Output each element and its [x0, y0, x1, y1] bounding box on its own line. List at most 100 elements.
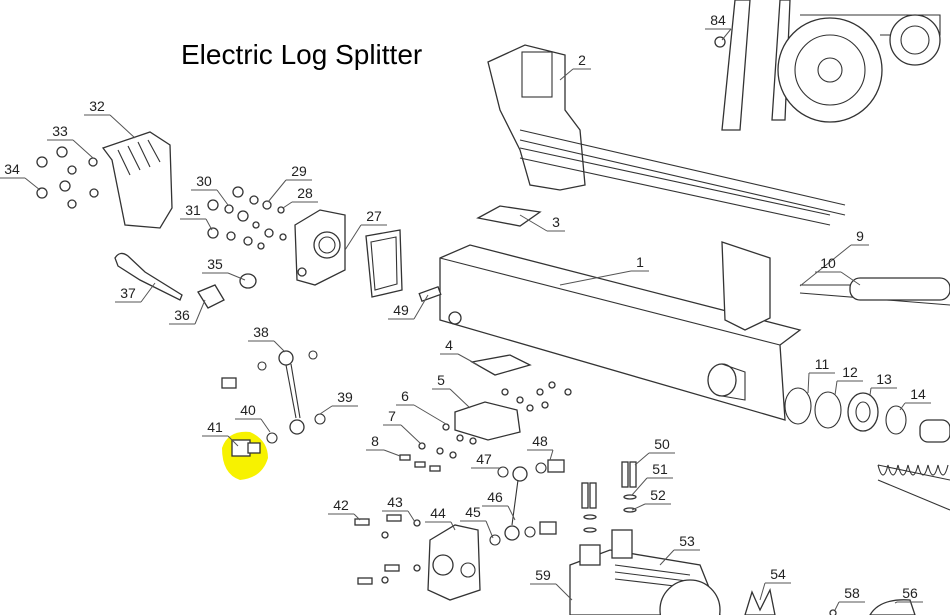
part-number-label: 9 — [856, 228, 864, 244]
parts-28-31-washers — [207, 186, 287, 250]
part-callout-40: 40 — [235, 402, 271, 433]
part-callout-3: 3 — [519, 214, 565, 232]
part-callout-13: 13 — [869, 371, 897, 396]
part-number-label: 43 — [387, 494, 403, 510]
part-14-ring — [885, 405, 907, 435]
leader-line — [202, 272, 246, 281]
part-callout-48: 48 — [527, 433, 554, 461]
part-number-label: 30 — [196, 173, 212, 189]
leader-line — [235, 418, 271, 433]
leader-line — [631, 503, 671, 511]
part-callout-35: 35 — [202, 256, 246, 281]
wheel-assembly — [714, 0, 941, 131]
leader-line — [180, 218, 213, 231]
part-number-label: 59 — [535, 567, 551, 583]
leader-line — [559, 68, 591, 81]
part-44-pump — [354, 514, 481, 601]
part-number-label: 33 — [52, 123, 68, 139]
part-number-label: 11 — [815, 356, 830, 372]
part-callout-43: 43 — [382, 494, 416, 523]
part-number-label: 56 — [902, 585, 918, 601]
part-callout-41: 41 — [202, 419, 239, 447]
part-1-main-beam — [439, 241, 950, 421]
leader-line — [388, 294, 429, 320]
part-callout-8: 8 — [366, 433, 401, 457]
parts-50-52-bolts — [581, 461, 637, 533]
part-callout-10: 10 — [815, 255, 861, 286]
part-callout-58: 58 — [834, 585, 865, 611]
part-number-label: 48 — [532, 433, 548, 449]
part-callout-11: 11 — [807, 356, 835, 394]
part-4-clip — [470, 354, 532, 376]
part-40-ring — [266, 432, 278, 444]
leader-line — [834, 601, 865, 611]
part-callout-50: 50 — [634, 436, 675, 466]
part-27-valve-block — [294, 209, 403, 298]
parts-33-34-nuts — [36, 146, 99, 209]
leader-line — [328, 513, 361, 521]
leader-line — [382, 510, 416, 523]
part-callout-9: 9 — [799, 228, 869, 287]
part-number-label: 49 — [393, 302, 409, 318]
leader-line — [366, 449, 401, 457]
part-56-cap — [869, 599, 916, 615]
part-58-screw — [829, 609, 837, 615]
spring — [877, 464, 950, 511]
part-callout-53: 53 — [659, 533, 700, 566]
part-number-label: 35 — [207, 256, 223, 272]
part-49-bolt — [418, 285, 442, 303]
part-number-label: 47 — [476, 451, 492, 467]
part-callout-51: 51 — [631, 461, 673, 496]
part-callout-47: 47 — [471, 451, 500, 469]
part-number-label: 12 — [842, 364, 858, 380]
leader-line — [84, 114, 136, 139]
part-number-label: 6 — [401, 388, 409, 404]
part-number-label: 42 — [333, 497, 349, 513]
part-number-label: 31 — [185, 202, 201, 218]
part-number-label: 13 — [876, 371, 892, 387]
part-39-ring — [314, 413, 326, 425]
part-callout-37: 37 — [115, 282, 156, 303]
part-number-label: 53 — [679, 533, 695, 549]
part-2-frame-upper — [487, 44, 846, 226]
leader-line — [659, 549, 700, 566]
part-callout-84: 84 — [705, 12, 732, 41]
part-number-label: 45 — [465, 504, 481, 520]
part-number-label: 37 — [120, 285, 136, 301]
part-number-label: 4 — [445, 337, 453, 353]
part-number-label: 28 — [297, 185, 313, 201]
part-callout-6: 6 — [396, 388, 447, 425]
part-callout-59: 59 — [530, 567, 573, 601]
part-number-label: 32 — [89, 98, 105, 114]
part-number-label: 14 — [910, 386, 926, 402]
part-callout-33: 33 — [47, 123, 94, 159]
part-callout-44: 44 — [425, 505, 456, 531]
leader-line — [807, 372, 835, 394]
part-callout-1: 1 — [559, 254, 649, 286]
part-callout-5: 5 — [432, 372, 471, 409]
part-46-link — [489, 459, 565, 546]
leader-line — [191, 189, 229, 206]
part-number-label: 2 — [578, 52, 586, 68]
part-number-label: 38 — [253, 324, 269, 340]
part-number-label: 10 — [820, 255, 836, 271]
part-number-label: 52 — [650, 487, 666, 503]
part-13-bearing — [847, 392, 879, 432]
part-number-label: 39 — [337, 389, 353, 405]
part-callout-45: 45 — [460, 504, 494, 539]
part-callout-34: 34 — [0, 161, 41, 191]
part-callout-38: 38 — [248, 324, 286, 353]
leader-line — [344, 224, 387, 251]
leader-line — [482, 505, 516, 521]
part-callout-46: 46 — [482, 489, 516, 521]
leader-line — [0, 177, 41, 191]
leader-line — [894, 601, 923, 604]
parts-6-7-8-fasteners — [399, 423, 477, 472]
leader-line — [282, 201, 318, 209]
part-32-plate — [101, 131, 173, 229]
part-number-label: 3 — [552, 214, 560, 230]
part-number-label: 36 — [174, 307, 190, 323]
part-number-label: 34 — [4, 161, 20, 177]
leader-line — [383, 424, 421, 444]
